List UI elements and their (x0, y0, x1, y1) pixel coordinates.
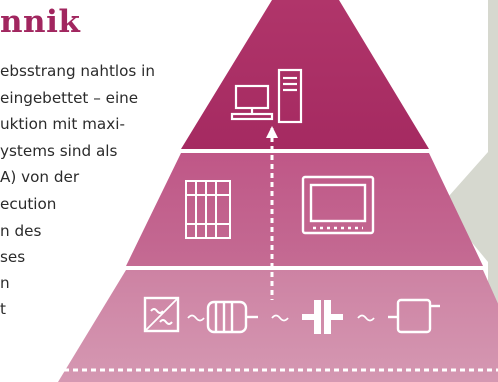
plc-rack-icon (185, 180, 231, 239)
body-text-line: t (0, 300, 6, 318)
link-symbol-icon (187, 314, 375, 322)
pyramid-tier-middle (126, 153, 483, 266)
body-text-line: uktion mit maxi- (0, 115, 125, 133)
body-text-line: ecution (0, 195, 57, 213)
motor-icon (206, 300, 258, 334)
frequency-converter-icon (143, 296, 180, 333)
arrow-left-icon (38, 363, 50, 377)
body-text-line: n des (0, 222, 42, 240)
gearbox-icon (388, 298, 440, 334)
body-text-line: n (0, 274, 10, 292)
coupling-icon (302, 300, 343, 334)
hmi-panel-icon (301, 175, 375, 235)
body-text-line: ebsstrang nahtlos in (0, 62, 156, 80)
pyramid-tier-top (181, 0, 429, 149)
arrow-up-icon (266, 126, 278, 138)
body-text-line: eingebettet – eine (0, 89, 139, 107)
info-panel (441, 0, 498, 382)
body-text-line: ses (0, 248, 26, 266)
workstation-icon (230, 68, 303, 124)
body-text-line: ystems sind als (0, 142, 118, 160)
pyramid-tier-bottom (58, 270, 498, 382)
page-title: nnik (0, 4, 81, 40)
body-text-line: A) von der (0, 168, 80, 186)
